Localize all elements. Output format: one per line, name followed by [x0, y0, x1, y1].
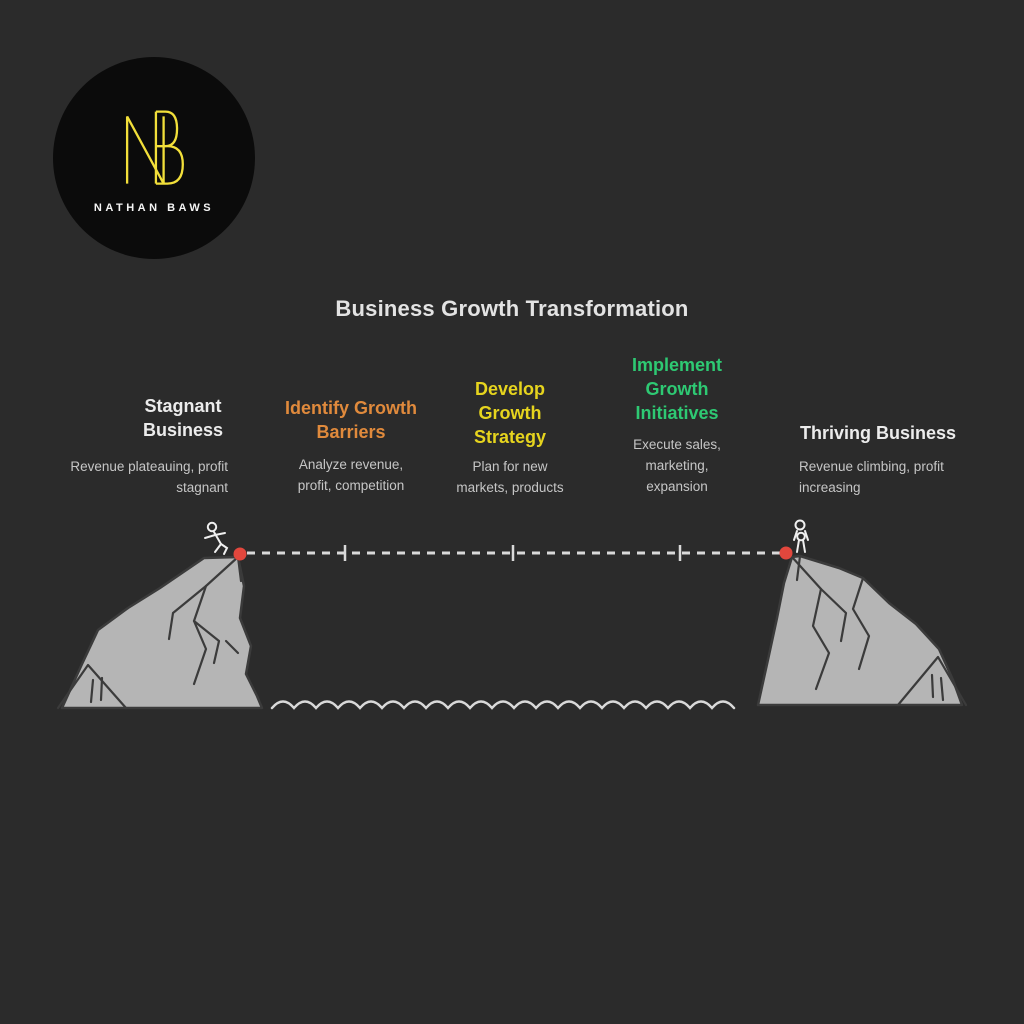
right-stick-figure	[793, 519, 809, 553]
left-cliff	[56, 555, 264, 710]
stage-heading-thriving-business: Thriving Business	[799, 423, 957, 443]
left-stick-figure	[204, 521, 229, 555]
right-anchor-marker	[779, 546, 793, 560]
stage-heading-stagnant-business: Stagnant Business	[142, 396, 224, 440]
water-wave-line	[270, 700, 736, 710]
page-title: Business Growth Transformation	[335, 296, 689, 321]
brand-name: NATHAN BAWS	[93, 202, 215, 214]
stage-desc-stagnant-business: Revenue plateauing, profit stagnant	[70, 459, 228, 495]
right-cliff	[756, 554, 968, 707]
left-anchor-marker	[233, 547, 247, 561]
brand-logo: NATHAN BAWS	[53, 57, 255, 259]
stage-desc-thriving-business: Revenue climbing, profit increasing	[799, 459, 944, 495]
stage-heading-identify-growth-barriers: Identify Growth Barriers	[285, 398, 417, 442]
nb-monogram-icon	[125, 110, 184, 185]
stage-desc-implement-growth-initiatives: Execute sales, marketing, expansion	[633, 437, 721, 494]
stage-desc-identify-growth-barriers: Analyze revenue, profit, competition	[297, 457, 405, 493]
stage-heading-develop-growth-strategy: Develop Growth Strategy	[473, 379, 547, 447]
tightrope-dashed-line	[247, 545, 785, 561]
stage-heading-implement-growth-initiatives: Implement Growth Initiatives	[631, 355, 723, 423]
stage-desc-develop-growth-strategy: Plan for new markets, products	[456, 459, 564, 495]
